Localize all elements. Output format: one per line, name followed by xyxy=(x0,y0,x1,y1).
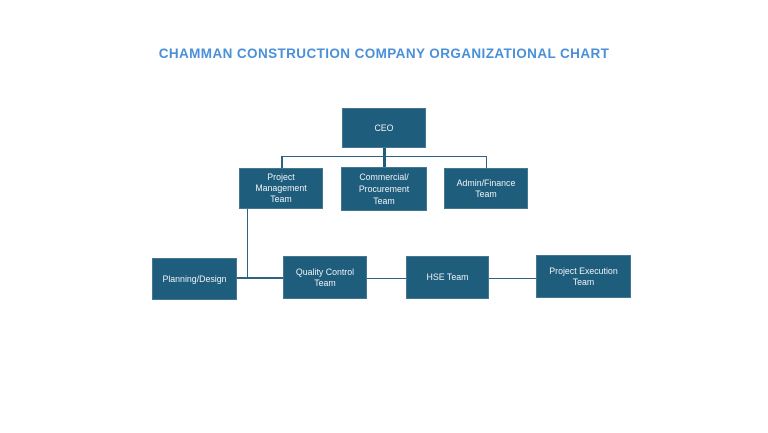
org-node-label: Project Management Team xyxy=(255,172,307,204)
connector-hse-to-execution xyxy=(489,277,536,279)
chart-title: CHAMMAN CONSTRUCTION COMPANY ORGANIZATIO… xyxy=(158,46,610,61)
org-node-hse-team: HSE Team xyxy=(406,256,489,299)
org-node-label: CEO xyxy=(374,122,394,133)
connector-ceo-down xyxy=(382,148,386,167)
connector-planning-to-quality xyxy=(237,277,283,279)
org-node-project-management-team: Project Management Team xyxy=(239,168,323,209)
org-node-admin-finance-team: Admin/Finance Team xyxy=(444,168,528,209)
connector-level2-horizontal xyxy=(281,155,487,157)
org-node-label: Quality Control Team xyxy=(295,266,355,288)
connector-pm-to-bottom-row xyxy=(246,209,248,278)
org-node-quality-control-team: Quality Control Team xyxy=(283,256,367,299)
org-node-label: Planning/Design xyxy=(162,273,227,284)
org-node-label: Project Execution Team xyxy=(549,265,618,287)
org-node-label: HSE Team xyxy=(426,272,469,282)
org-node-label: Admin/Finance Team xyxy=(456,177,516,199)
org-node-commercial-procurement-team: Commercial/ Procurement Team xyxy=(341,167,427,211)
connector-drop-project-management xyxy=(281,155,283,169)
org-node-ceo: CEO xyxy=(342,108,426,148)
org-node-label: Commercial/ Procurement Team xyxy=(358,172,410,206)
connector-quality-to-hse xyxy=(367,277,406,279)
connector-drop-admin-finance xyxy=(485,155,487,169)
org-node-project-execution-team: Project Execution Team xyxy=(536,255,631,298)
org-node-planning-design: Planning/Design xyxy=(152,258,237,300)
